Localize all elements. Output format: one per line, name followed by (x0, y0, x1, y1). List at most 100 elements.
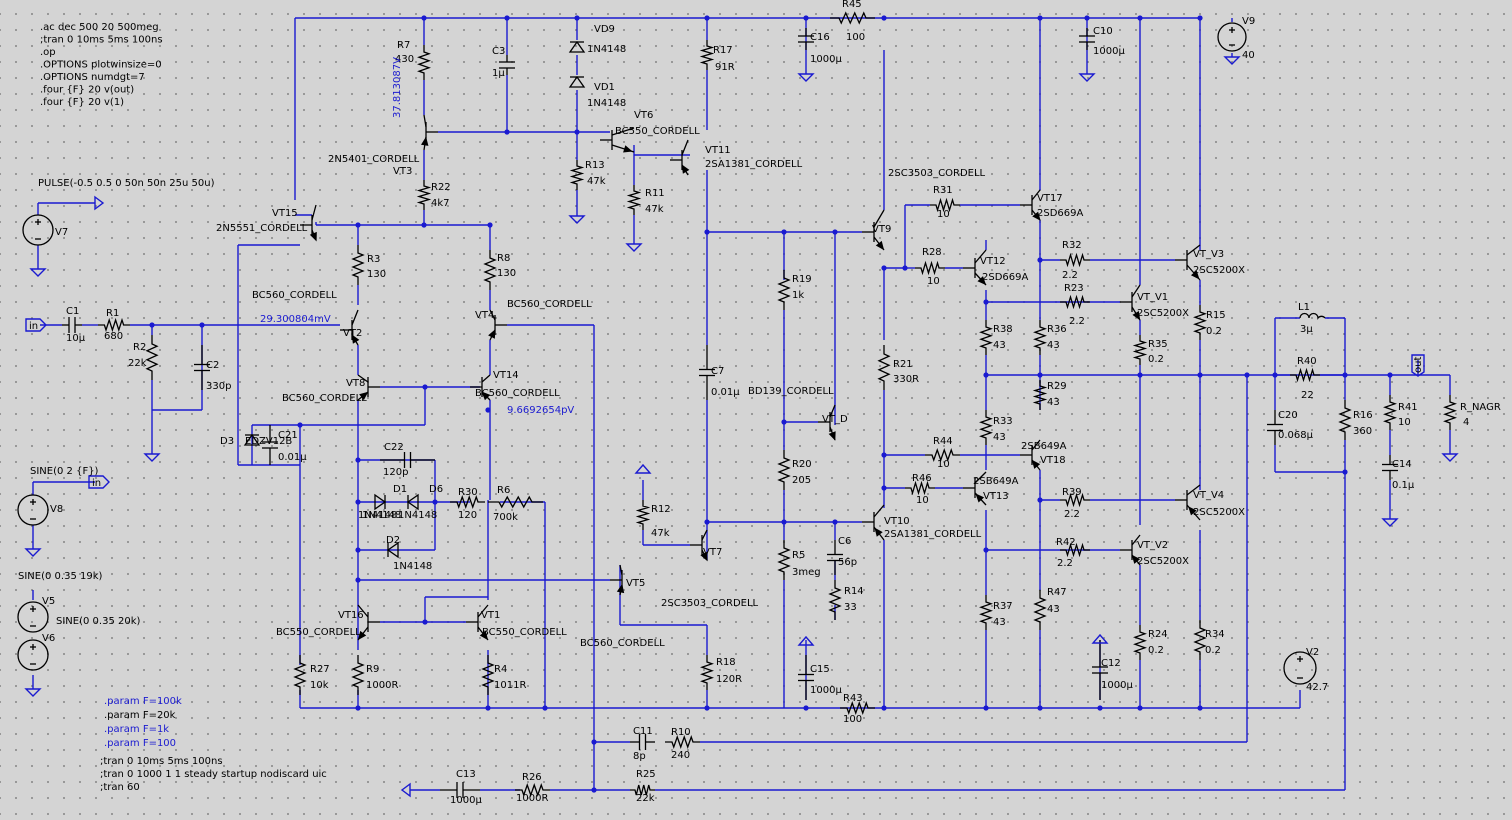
transistor-vt-v3[interactable] (1175, 244, 1201, 281)
resistor-r18[interactable] (700, 655, 714, 690)
resistor-r20[interactable] (777, 450, 791, 490)
capacitor-c16[interactable] (798, 28, 814, 50)
resistor-r43[interactable] (840, 701, 875, 715)
resistor-r10[interactable] (665, 735, 700, 749)
diode-d6[interactable] (406, 493, 419, 511)
resistor-r3[interactable] (351, 245, 365, 285)
resistor-r22[interactable] (416, 180, 432, 210)
inductor-l1[interactable] (1299, 312, 1326, 320)
transistor-vt14[interactable] (470, 374, 491, 401)
transistor-vt11[interactable] (670, 139, 690, 176)
capacitor-c11[interactable] (630, 734, 655, 750)
diode-d2[interactable] (386, 541, 399, 559)
resistor-r16[interactable] (1338, 400, 1352, 440)
resistor-r13[interactable] (569, 160, 585, 190)
resistor-r14[interactable] (828, 580, 842, 620)
in-net-flag-v8[interactable]: in (88, 475, 110, 489)
voltage-source-v7[interactable] (22, 214, 54, 246)
resistor-r23[interactable] (1060, 294, 1090, 310)
capacitor-c1[interactable] (62, 317, 82, 333)
transistor-vt8[interactable] (357, 374, 380, 401)
resistor-r45[interactable] (830, 11, 875, 25)
transistor-vt9[interactable] (862, 209, 885, 251)
resistor-r25[interactable] (630, 784, 655, 796)
transistor-vt10[interactable] (862, 504, 885, 541)
resistor-r28[interactable] (915, 260, 945, 276)
voltage-source-v6[interactable] (17, 639, 49, 671)
capacitor-c13[interactable] (440, 782, 480, 798)
resistor-r38[interactable] (979, 320, 993, 355)
transistor-vt5[interactable] (610, 564, 625, 596)
transistor-vt-v1[interactable] (1120, 284, 1141, 321)
resistor-r4[interactable] (481, 655, 495, 695)
capacitor-c10[interactable] (1079, 28, 1095, 50)
transistor-vt7[interactable] (690, 529, 708, 562)
transistor-vt16[interactable] (357, 604, 380, 641)
resistor-r9[interactable] (351, 655, 365, 695)
resistor-r40[interactable] (1290, 367, 1320, 383)
resistor-r42[interactable] (1060, 542, 1090, 558)
transistor-vt6[interactable] (600, 127, 635, 153)
resistor-r19[interactable] (777, 270, 791, 310)
capacitor-c6[interactable] (827, 540, 843, 575)
resistor-r26[interactable] (515, 783, 550, 797)
in-net-flag[interactable]: in (25, 318, 47, 332)
resistor-r46[interactable] (905, 480, 935, 496)
transistor-vt1[interactable] (466, 604, 489, 641)
capacitor-c15[interactable] (798, 655, 814, 700)
capacitor-c3[interactable] (499, 55, 515, 75)
diode-vd1[interactable] (568, 75, 586, 88)
capacitor-c14[interactable] (1382, 455, 1398, 480)
transistor-vt13[interactable] (963, 471, 987, 506)
transistor-vt4[interactable] (488, 309, 507, 341)
resistor-r17[interactable] (699, 40, 715, 70)
resistor-r21[interactable] (877, 345, 891, 390)
resistor-r30[interactable] (450, 495, 485, 509)
resistor-r12[interactable] (635, 500, 651, 530)
capacitor-c7[interactable] (699, 345, 715, 400)
voltage-source-v9[interactable] (1217, 22, 1247, 52)
resistor-r36[interactable] (1033, 320, 1047, 355)
transistor-vt-v4[interactable] (1175, 484, 1201, 521)
resistor-r27[interactable] (293, 655, 307, 695)
diode-d3[interactable] (243, 433, 261, 446)
resistor-r31[interactable] (930, 197, 960, 213)
capacitor-c22[interactable] (380, 452, 435, 468)
resistor-r24[interactable] (1133, 625, 1147, 660)
capacitor-c21[interactable] (262, 425, 278, 465)
voltage-source-v2[interactable] (1283, 651, 1317, 685)
resistor-r6[interactable] (488, 495, 543, 509)
transistor-vt-d[interactable] (818, 404, 836, 441)
resistor-r-nagr[interactable] (1443, 395, 1457, 430)
transistor-vt17[interactable] (1020, 189, 1041, 221)
resistor-r7[interactable] (417, 45, 431, 80)
voltage-source-v8[interactable] (17, 494, 49, 526)
resistor-r35[interactable] (1132, 335, 1148, 365)
capacitor-c2[interactable] (194, 345, 210, 390)
resistor-r41[interactable] (1383, 395, 1397, 430)
transistor-vt2[interactable] (340, 309, 360, 346)
capacitor-c20[interactable] (1267, 410, 1283, 445)
diode-vd9[interactable] (568, 40, 586, 53)
resistor-r32[interactable] (1060, 252, 1090, 268)
transistor-vt12[interactable] (963, 249, 987, 286)
transistor-vt18[interactable] (1020, 439, 1041, 471)
resistor-r5[interactable] (777, 540, 791, 580)
transistor-vt15[interactable] (300, 204, 317, 242)
resistor-r1[interactable] (98, 317, 130, 333)
resistor-r2[interactable] (145, 335, 159, 380)
resistor-r34[interactable] (1193, 620, 1207, 660)
resistor-r33[interactable] (979, 410, 993, 445)
transistor-vt3[interactable] (421, 114, 438, 151)
resistor-r11[interactable] (626, 185, 642, 215)
voltage-source-v5[interactable] (17, 601, 49, 633)
resistor-r39[interactable] (1060, 492, 1090, 508)
resistor-r37[interactable] (979, 595, 993, 630)
resistor-r47[interactable] (1033, 590, 1047, 630)
resistor-r44[interactable] (925, 448, 960, 462)
resistor-r8[interactable] (483, 250, 497, 290)
out-net-flag[interactable]: out (1411, 354, 1425, 377)
resistor-r29[interactable] (1032, 380, 1048, 410)
diode-d1[interactable] (374, 493, 387, 511)
